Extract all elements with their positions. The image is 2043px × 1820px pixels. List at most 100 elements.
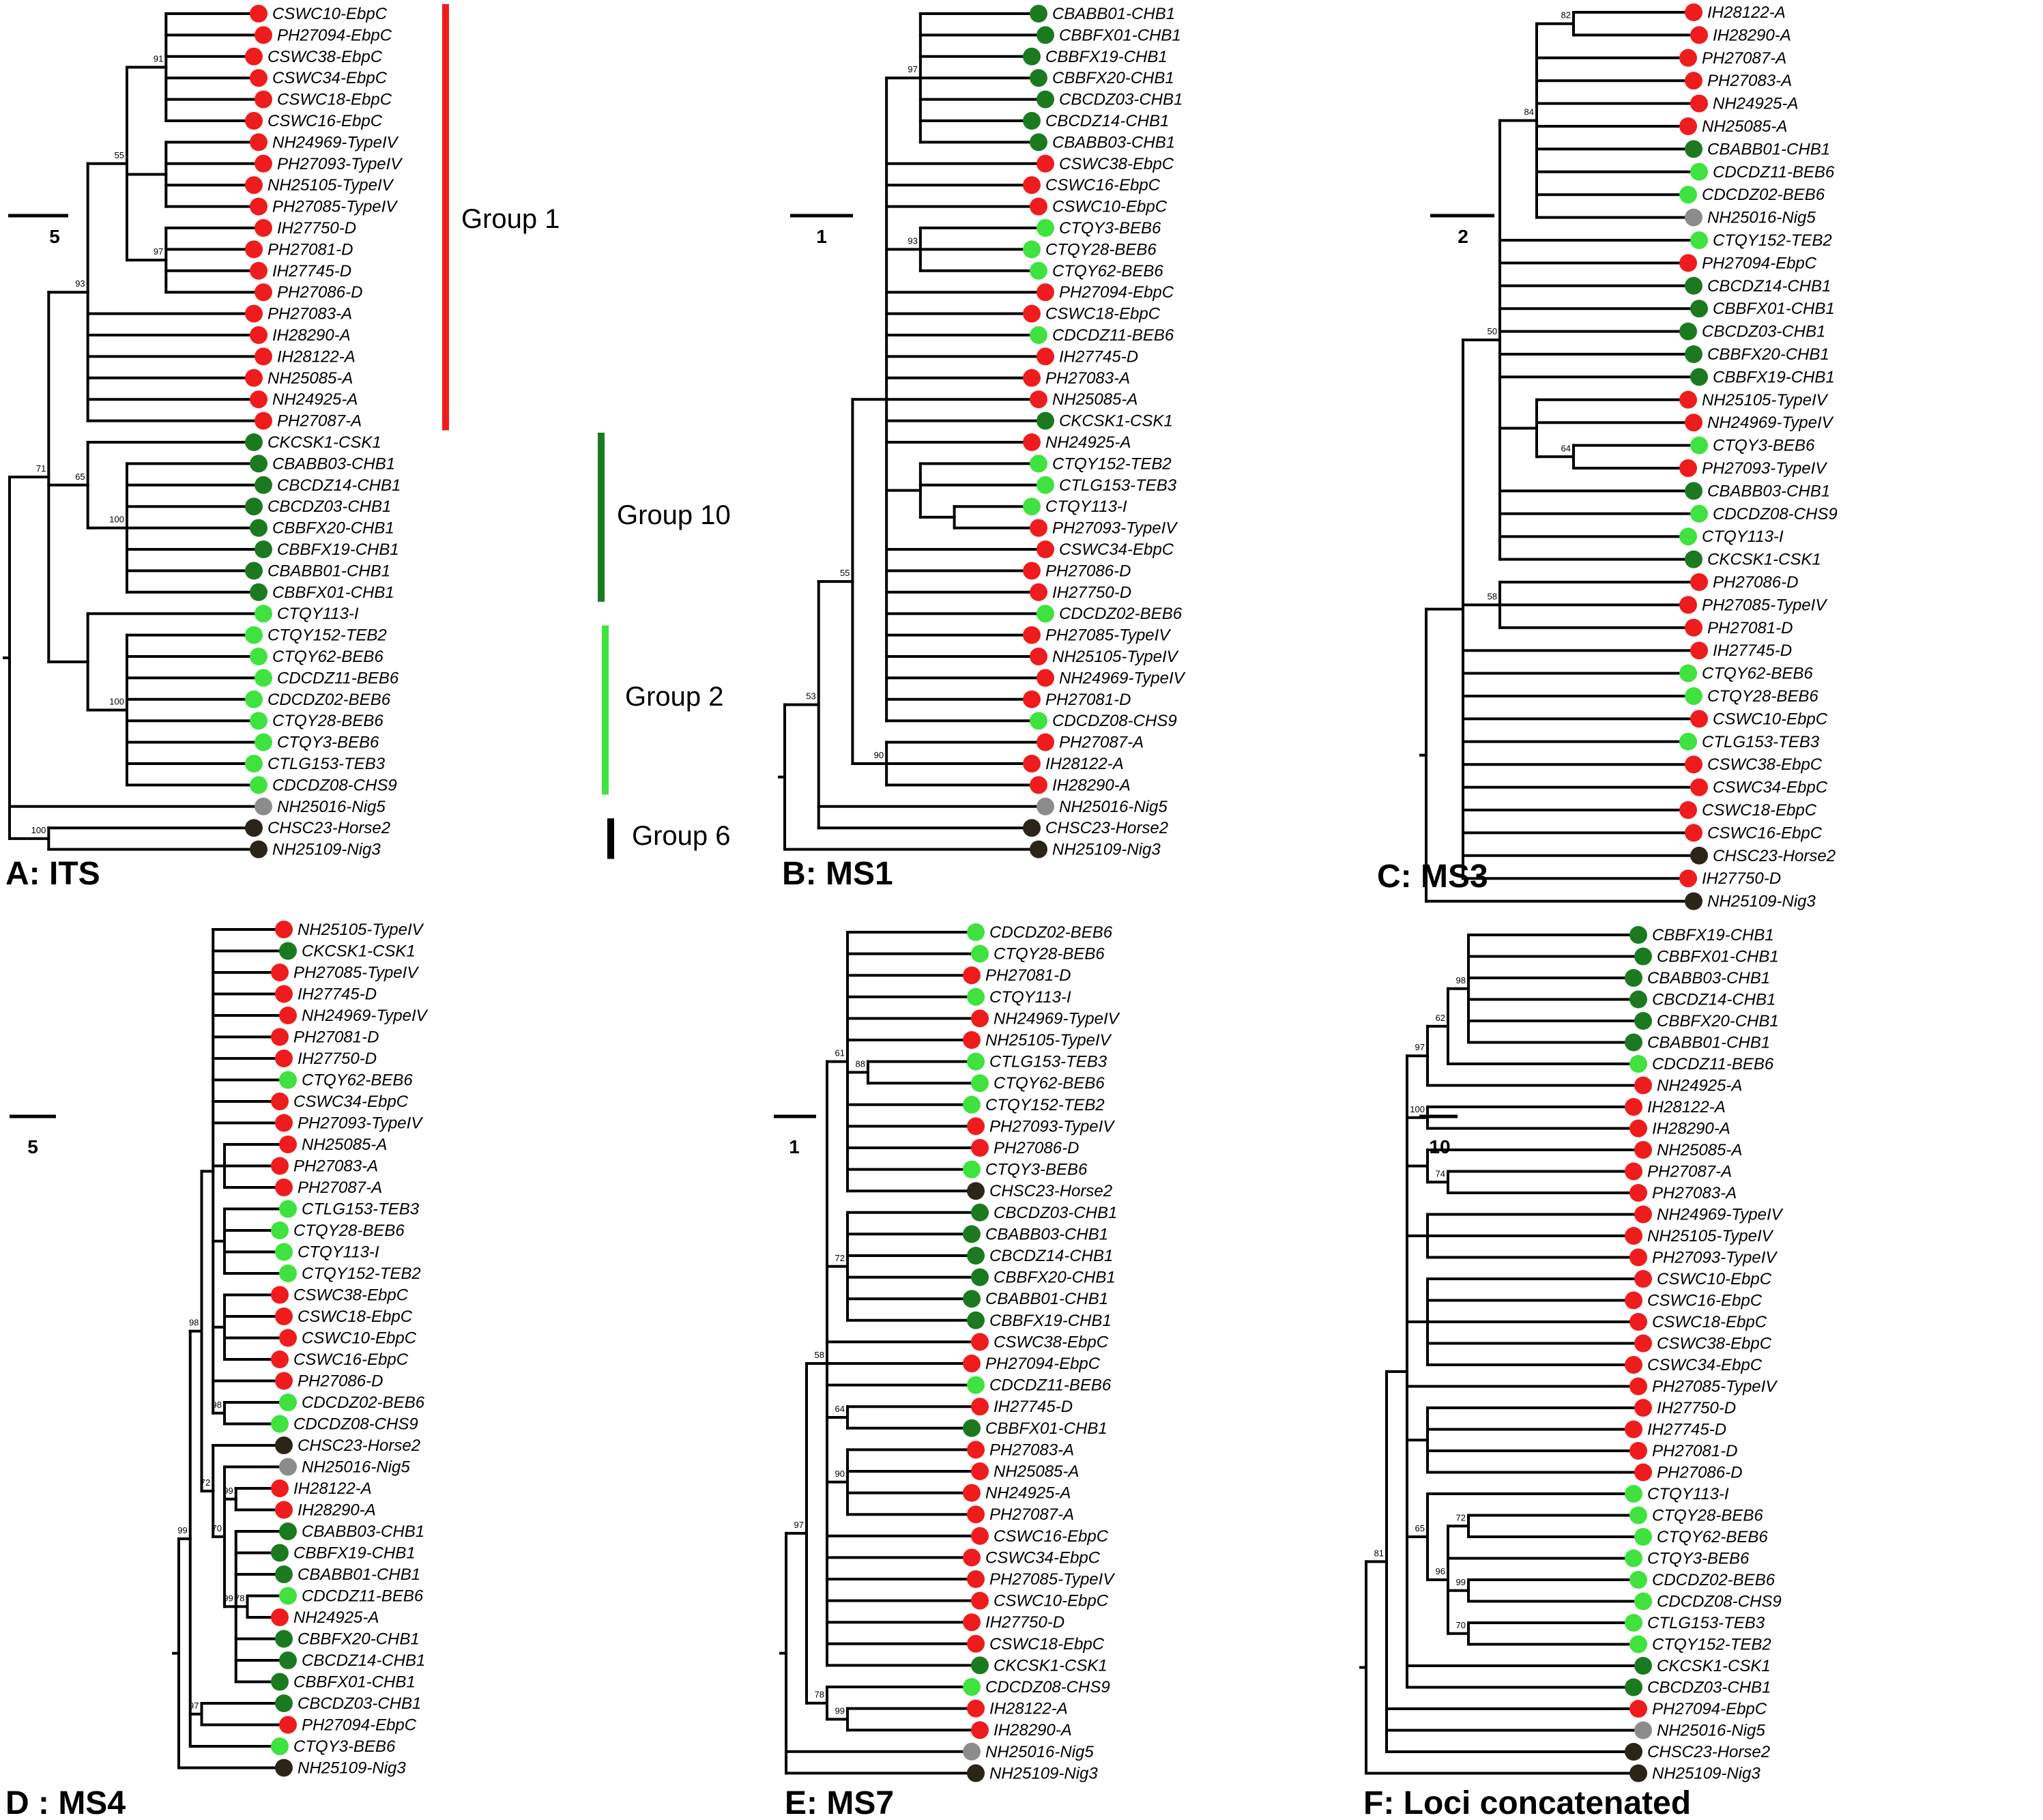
taxon-marker bbox=[971, 944, 989, 963]
taxon-marker bbox=[250, 390, 267, 409]
taxon-marker bbox=[275, 1179, 293, 1196]
bootstrap-value: 97 bbox=[189, 1701, 199, 1711]
taxon-marker bbox=[250, 69, 267, 87]
taxon-marker bbox=[1679, 732, 1697, 751]
taxon-label: IH28290-A bbox=[1652, 1120, 1730, 1138]
taxon-marker bbox=[1030, 390, 1047, 409]
taxon-label: NH25016-Nig5 bbox=[1707, 209, 1816, 227]
taxon-label: PH27083-A bbox=[267, 305, 352, 323]
taxon-label: CTQY28-BEB6 bbox=[1045, 240, 1157, 259]
taxon-label: NH24925-A bbox=[293, 1608, 379, 1627]
taxon-marker bbox=[279, 1716, 297, 1734]
taxon-label: PH27085-TypeIV bbox=[272, 198, 398, 216]
taxon-marker bbox=[255, 411, 272, 430]
taxon-marker bbox=[1634, 947, 1652, 966]
taxon-label: CSWC18-EbpC bbox=[1045, 305, 1161, 323]
taxon-marker bbox=[1629, 1119, 1647, 1138]
taxon-marker bbox=[971, 1203, 989, 1222]
taxon-label: CTLG153-TEB3 bbox=[1702, 733, 1820, 751]
bootstrap-value: 97 bbox=[154, 246, 163, 257]
taxon-marker bbox=[1030, 519, 1047, 537]
taxon-marker bbox=[1023, 304, 1041, 323]
taxon-marker bbox=[1030, 583, 1047, 601]
taxon-marker bbox=[967, 1764, 985, 1782]
taxon-marker bbox=[279, 1136, 297, 1153]
taxon-marker bbox=[275, 1436, 293, 1454]
taxon-label: CBCDZ03-CHB1 bbox=[1647, 1679, 1771, 1697]
taxon-marker bbox=[271, 1415, 289, 1433]
taxon-marker bbox=[275, 921, 293, 938]
taxon-label: CBBFX19-CHB1 bbox=[293, 1544, 416, 1563]
taxon-marker bbox=[967, 1182, 985, 1200]
taxon-label: IH27750-D bbox=[277, 219, 356, 237]
taxon-marker bbox=[1685, 824, 1702, 842]
taxon-label: CBBFX01-CHB1 bbox=[1657, 948, 1779, 966]
taxon-marker bbox=[275, 1243, 293, 1261]
taxon-label: PH27081-D bbox=[1045, 691, 1131, 709]
taxon-marker bbox=[245, 626, 263, 644]
taxon-marker bbox=[1037, 605, 1054, 623]
taxon-label: CBBFX20-CHB1 bbox=[1707, 345, 1829, 364]
taxon-marker bbox=[1037, 154, 1054, 173]
taxon-marker bbox=[1030, 840, 1047, 858]
panel-b: 535597CBABB01-CHB1CBBFX01-CHB1CBBFX19-CH… bbox=[778, 5, 1186, 892]
taxon-label: CHSC23-Horse2 bbox=[298, 1436, 420, 1455]
taxon-label: CBBFX19-CHB1 bbox=[1045, 48, 1168, 66]
taxon-label: CTQY28-BEB6 bbox=[1652, 1507, 1763, 1525]
taxon-label: PH27094-EbpC bbox=[277, 26, 392, 44]
taxon-marker bbox=[1685, 414, 1702, 432]
taxon-label: PH27083-A bbox=[293, 1157, 378, 1176]
taxon-label: PH27093-TypeIV bbox=[1052, 519, 1178, 538]
taxon-label: CTQY28-BEB6 bbox=[994, 945, 1105, 964]
taxon-marker bbox=[1625, 1227, 1642, 1245]
taxon-marker bbox=[1685, 687, 1702, 705]
taxon-marker bbox=[1629, 1055, 1647, 1073]
taxon-label: CTQY113-I bbox=[277, 605, 359, 623]
bootstrap-value: 58 bbox=[1488, 591, 1497, 601]
taxon-marker bbox=[1625, 1420, 1642, 1439]
taxon-label: CBABB03-CHB1 bbox=[1052, 133, 1175, 151]
panel-f-tree: 81976298CBBFX19-CHB1CBBFX01-CHB1CBABB03-… bbox=[1359, 926, 1784, 1783]
taxon-label: CTQY3-BEB6 bbox=[293, 1737, 396, 1756]
taxon-marker bbox=[245, 690, 263, 708]
taxon-marker bbox=[1023, 433, 1041, 451]
taxon-label: PH27085-TypeIV bbox=[1652, 1378, 1778, 1396]
bootstrap-value: 65 bbox=[75, 472, 85, 482]
taxon-marker bbox=[1625, 1678, 1642, 1696]
bootstrap-value: 93 bbox=[75, 278, 85, 289]
taxon-label: CTQY152-TEB2 bbox=[985, 1096, 1105, 1114]
taxon-marker bbox=[245, 240, 263, 259]
taxon-marker bbox=[245, 562, 263, 580]
taxon-label: IH28122-A bbox=[277, 347, 356, 366]
taxon-label: CSWC16-EbpC bbox=[994, 1527, 1109, 1546]
taxon-label: CBBFX20-CHB1 bbox=[1052, 69, 1174, 87]
panel-b-title: B: MS1 bbox=[782, 856, 893, 892]
taxon-marker bbox=[1625, 1162, 1642, 1181]
taxon-marker bbox=[963, 1095, 981, 1114]
taxon-label: IH28122-A bbox=[293, 1479, 372, 1498]
taxon-label: PH27093-TypeIV bbox=[1702, 459, 1827, 478]
taxon-marker bbox=[967, 1634, 985, 1653]
taxon-label: CSWC10-EbpC bbox=[1052, 198, 1168, 216]
panel-e-title: E: MS7 bbox=[785, 1785, 894, 1820]
taxon-label: CBABB01-CHB1 bbox=[1707, 140, 1830, 158]
taxon-marker bbox=[1625, 1098, 1642, 1116]
taxon-label: CBBFX19-CHB1 bbox=[277, 540, 399, 559]
taxon-label: PH27085-TypeIV bbox=[1045, 626, 1171, 645]
taxon-label: CTQY152-TEB2 bbox=[302, 1265, 421, 1283]
taxon-label: IH27745-D bbox=[994, 1398, 1073, 1416]
panel-d-title: D : MS4 bbox=[5, 1785, 126, 1820]
taxon-label: CDCDZ02-BEB6 bbox=[267, 691, 391, 709]
taxon-marker bbox=[275, 1050, 293, 1067]
taxon-marker bbox=[279, 1200, 297, 1218]
bootstrap-value: 62 bbox=[1436, 1013, 1445, 1023]
taxon-marker bbox=[1679, 48, 1697, 67]
group-1-label: Group 1 bbox=[461, 204, 560, 234]
taxon-label: IH27745-D bbox=[1647, 1421, 1726, 1439]
taxon-label: CBCDZ14-CHB1 bbox=[277, 476, 401, 495]
taxon-marker bbox=[245, 497, 263, 516]
taxon-marker bbox=[971, 1074, 989, 1093]
taxon-marker bbox=[971, 1656, 989, 1675]
taxon-label: CBABB03-CHB1 bbox=[1647, 969, 1770, 987]
